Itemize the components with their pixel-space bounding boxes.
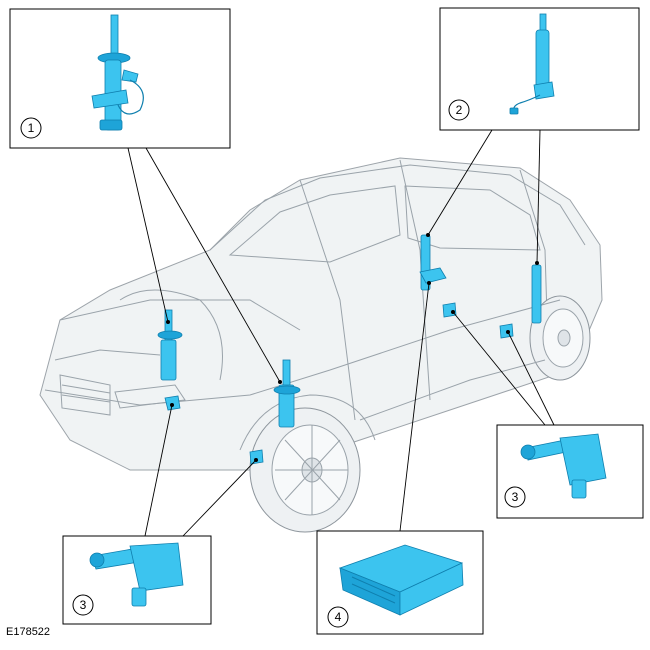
front-left-shock-absorber <box>157 309 183 381</box>
rear-wheel <box>529 295 591 381</box>
callout-box-3-left: 3 <box>62 535 212 625</box>
suspension-control-module-on-vehicle <box>419 267 447 284</box>
front-height-sensor-detail <box>89 542 184 607</box>
headlamp <box>114 384 186 409</box>
rear-height-sensor-detail <box>520 433 607 499</box>
rear-right-shock-absorber <box>531 264 542 324</box>
vehicle-body <box>39 157 603 533</box>
front-grille <box>59 374 111 416</box>
callout-number-4: 4 <box>335 610 342 624</box>
rear-left-height-sensor-on-vehicle <box>442 302 457 318</box>
callout-box-1: 1 <box>9 8 231 149</box>
callout-number-1: 1 <box>28 121 35 135</box>
callout-box-2: 2 <box>439 7 640 131</box>
front-right-height-sensor-on-vehicle <box>249 449 264 465</box>
callout-box-4: 4 <box>316 530 484 635</box>
callout-number-3-left: 3 <box>80 598 87 612</box>
leader-lines <box>127 129 555 537</box>
callout-number-3-right: 3 <box>512 490 519 504</box>
callout-box-3-right: 3 <box>496 424 644 519</box>
figure-reference-code: E178522 <box>6 626 51 638</box>
suspension-control-module-detail <box>338 544 464 616</box>
front-shock-absorber-detail <box>91 14 144 131</box>
front-right-shock-absorber <box>273 359 301 428</box>
front-left-height-sensor-on-vehicle <box>164 395 181 411</box>
rear-shock-absorber-detail <box>509 13 555 115</box>
front-wheel <box>249 407 361 533</box>
callout-number-2: 2 <box>456 103 463 117</box>
